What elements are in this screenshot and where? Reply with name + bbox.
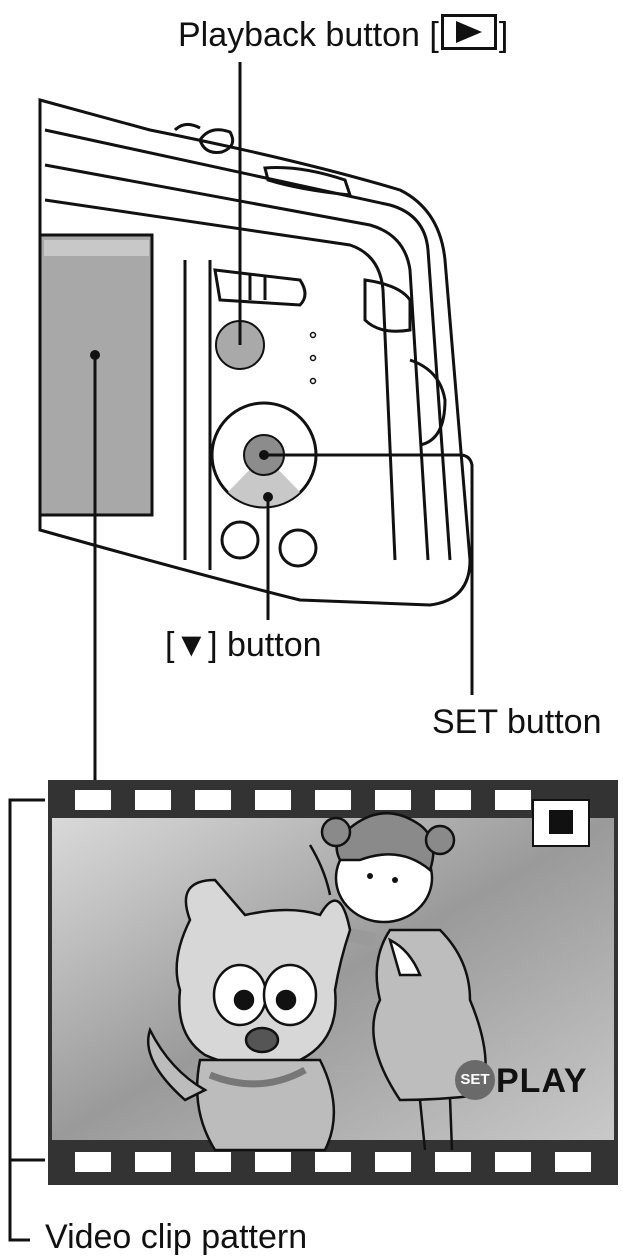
set-button-label: SET button xyxy=(432,703,602,741)
down-button-label: [▼] button xyxy=(165,626,322,664)
video-clip-pattern-label: Video clip pattern xyxy=(45,1218,308,1256)
playback-button-label: Playback button [] xyxy=(178,14,509,54)
play-triangle-icon xyxy=(440,14,497,50)
play-text: PLAY xyxy=(496,1062,588,1100)
set-badge-icon: SET xyxy=(455,1060,495,1100)
film-perforation xyxy=(75,790,591,1172)
stop-icon xyxy=(532,799,590,847)
